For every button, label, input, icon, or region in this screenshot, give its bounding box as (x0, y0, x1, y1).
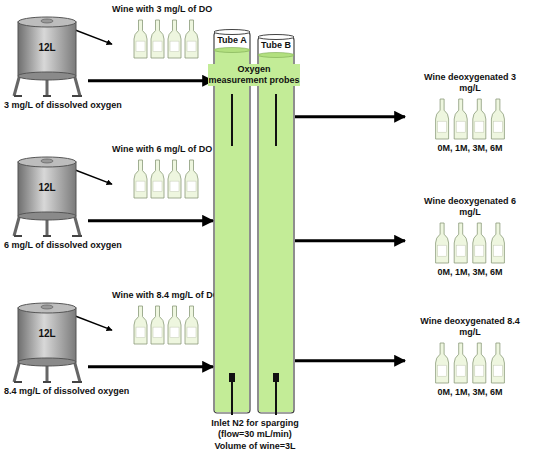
wine-bottles-svg (430, 221, 510, 265)
output-heading: Wine deoxygenated 6 mg/L (420, 196, 520, 218)
wine-bottles (130, 304, 202, 350)
tank-caption: 8.4 mg/L of dissolved oxygen (4, 386, 129, 397)
bottle-heading: Wine with 6 mg/L of DO (112, 144, 224, 155)
tank: 12L8.4 mg/L of dissolved oxygen (6, 298, 88, 384)
wine-bottles (130, 18, 202, 64)
sample-times: 0M, 1M, 3M, 6M (405, 387, 535, 398)
flow-arrow (73, 315, 112, 330)
bottle-row (430, 221, 510, 265)
tube-name: Tube B (257, 40, 295, 51)
bottle-row (130, 304, 202, 346)
output-heading: Wine deoxygenated 3 mg/L (420, 72, 520, 94)
tank-drawing-svg (6, 298, 88, 384)
tank-drawing (6, 298, 88, 388)
tank-caption: 6 mg/L of dissolved oxygen (4, 240, 122, 251)
wine-bottles (430, 221, 510, 269)
wine-bottles-svg (130, 18, 202, 60)
bottle-heading: Wine with 8.4 mg/L of DO (112, 290, 224, 301)
probe-label: Oxygen measurement probes (208, 64, 300, 86)
tank-volume: 12L (6, 182, 88, 194)
tube-drawing-svg (257, 33, 295, 415)
tube-name: Tube A (213, 35, 251, 46)
tube-drawing (257, 33, 295, 419)
tank: 12L3 mg/L of dissolved oxygen (6, 12, 88, 98)
wine-bottles-svg (430, 341, 510, 385)
tank-caption: 3 mg/L of dissolved oxygen (4, 100, 122, 111)
bottle-group: Wine deoxygenated 6 mg/L 0M, 1M, 3M, 6M (405, 196, 535, 277)
flow-arrow (88, 219, 213, 222)
bottle-group: Wine deoxygenated 8.4 mg/L 0M, 1M, 3M, 6M (405, 316, 535, 397)
bottle-row (430, 97, 510, 141)
tank-drawing (6, 12, 88, 102)
bottle-group: Wine deoxygenated 3 mg/L 0M, 1M, 3M, 6M (405, 72, 535, 153)
bottle-heading: Wine with 3 mg/L of DO (112, 4, 224, 15)
flow-arrow (88, 79, 213, 82)
column-tube: Tube A (213, 28, 251, 415)
tank-drawing-svg (6, 152, 88, 238)
inlet-label: Inlet N2 for sparging (flow=30 mL/min) (192, 418, 318, 440)
column-tube: Tube B (257, 33, 295, 415)
volume-label: Volume of wine=3L (192, 441, 318, 452)
tank: 12L6 mg/L of dissolved oxygen (6, 152, 88, 238)
tank-volume: 12L (6, 328, 88, 340)
flow-arrow (73, 29, 112, 44)
bottle-group: Wine with 6 mg/L of DO (112, 144, 224, 200)
bottle-row (430, 341, 510, 385)
tank-drawing-svg (6, 12, 88, 98)
flow-arrow (73, 169, 112, 184)
bottle-group: Wine with 3 mg/L of DO (112, 4, 224, 60)
tank-drawing (6, 152, 88, 242)
bottle-group: Wine with 8.4 mg/L of DO (112, 290, 224, 346)
flow-arrow (295, 115, 405, 118)
tube-drawing (213, 28, 251, 419)
wine-bottles-svg (130, 158, 202, 200)
flow-arrow (295, 359, 405, 362)
wine-bottles (130, 158, 202, 204)
flow-arrow (295, 239, 405, 242)
tube-drawing-svg (213, 28, 251, 415)
wine-bottles (430, 97, 510, 145)
tank-volume: 12L (6, 42, 88, 54)
sample-times: 0M, 1M, 3M, 6M (405, 143, 535, 154)
bottle-row (130, 158, 202, 200)
wine-bottles-svg (430, 97, 510, 141)
sample-times: 0M, 1M, 3M, 6M (405, 267, 535, 278)
bottle-row (130, 18, 202, 60)
flow-arrow (88, 365, 213, 368)
wine-bottles-svg (130, 304, 202, 346)
wine-bottles (430, 341, 510, 389)
output-heading: Wine deoxygenated 8.4 mg/L (420, 316, 520, 338)
